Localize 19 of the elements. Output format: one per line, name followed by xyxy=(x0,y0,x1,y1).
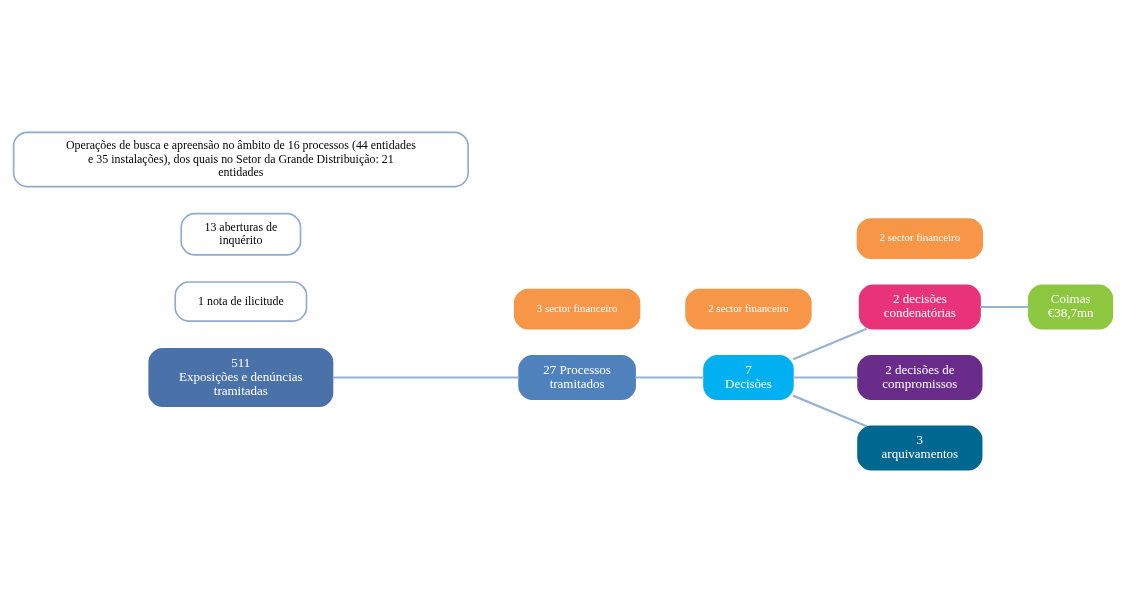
node-box: 7 Decisões xyxy=(703,354,794,400)
node-box: 27 Processos tramitados xyxy=(518,354,636,400)
node-box: Coimas €38,7mn xyxy=(1028,284,1114,330)
node-box: 2 sector financeiro xyxy=(685,288,812,330)
node-box: 2 sector financeiro xyxy=(856,218,984,259)
connector xyxy=(332,376,519,379)
node-box: 3 arquivamentos xyxy=(857,425,983,471)
node-box: Operações de busca e apreensão no âmbito de 16 processos (44 entidades e 35 instalações), dos quais no Setor da Grande Distribuição: 21 entidades xyxy=(12,131,469,188)
connector xyxy=(635,376,704,379)
node-box: 13 aberturas de inquérito xyxy=(180,212,302,256)
connector xyxy=(792,327,867,361)
node-box: 2 decisões condenatórias xyxy=(858,284,981,330)
node-box: 1 nota de ilicitude xyxy=(174,281,308,322)
connector xyxy=(793,376,858,379)
connector xyxy=(980,305,1029,309)
node-box: 3 sector financeiro xyxy=(513,288,641,330)
node-box: 2 decisões de compromissos xyxy=(857,354,983,400)
connector xyxy=(792,394,867,428)
node-box: 511 Exposições e denúncias tramitadas xyxy=(148,347,334,408)
